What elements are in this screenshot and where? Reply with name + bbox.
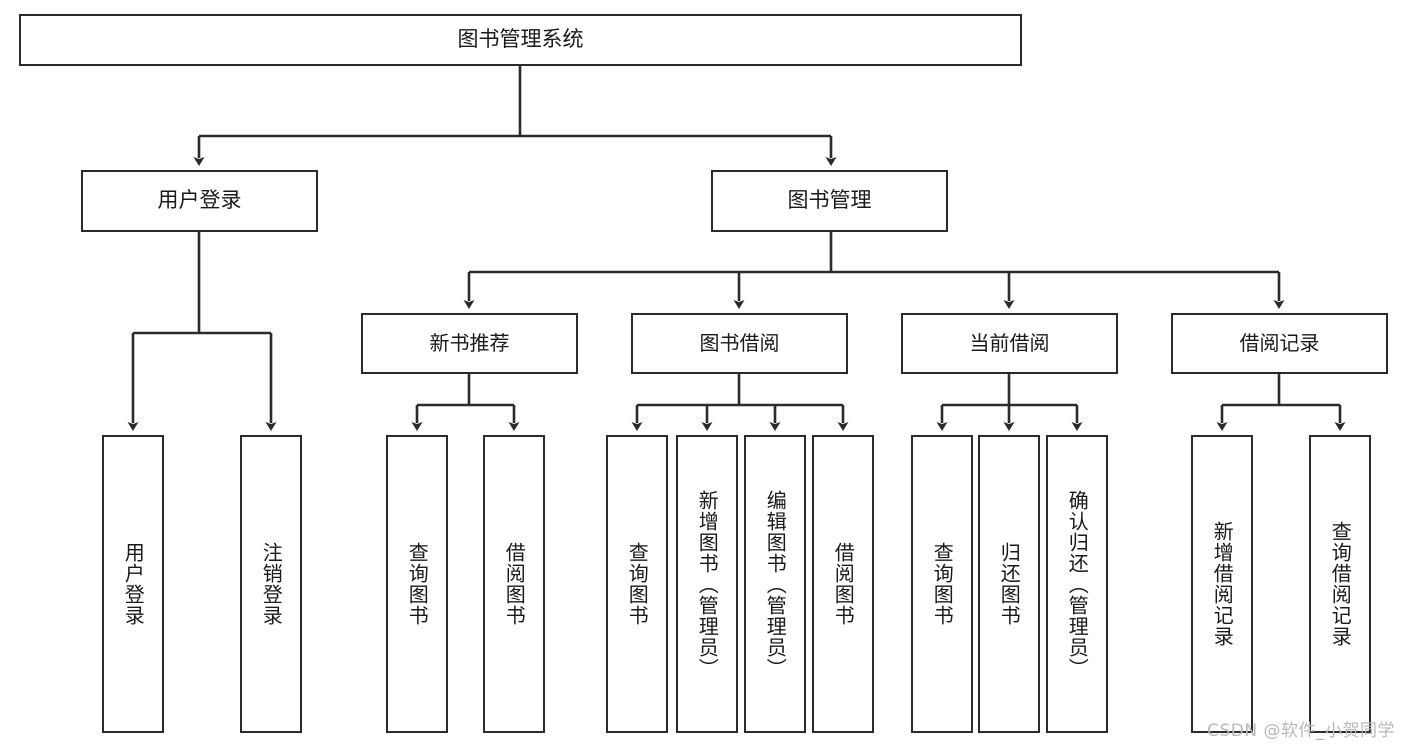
- node-label: 用户登录: [121, 542, 146, 626]
- node-user-login[interactable]: 用户登录: [81, 170, 318, 232]
- node-root-system[interactable]: 图书管理系统: [19, 14, 1022, 66]
- leaf-query-book-recommend[interactable]: 查询图书: [386, 435, 448, 733]
- node-label: 借阅图书: [831, 542, 856, 626]
- node-label: 图书借阅: [699, 331, 780, 356]
- node-label: 新书推荐: [429, 331, 510, 356]
- leaf-query-borrow-record[interactable]: 查询借阅记录: [1309, 435, 1371, 733]
- node-label: 查询图书: [405, 542, 430, 626]
- node-book-borrow[interactable]: 图书借阅: [631, 313, 848, 374]
- leaf-user-login[interactable]: 用户登录: [102, 435, 164, 733]
- node-label: 注销登录: [259, 542, 284, 626]
- leaf-edit-book[interactable]: 编辑图书（管理员）: [744, 435, 806, 733]
- node-label: 查询图书: [625, 542, 650, 626]
- node-label: 新增图书（管理员）: [695, 489, 720, 679]
- node-label: 查询借阅记录: [1328, 521, 1353, 647]
- node-current-borrow[interactable]: 当前借阅: [901, 313, 1118, 374]
- leaf-borrow-book[interactable]: 借阅图书: [812, 435, 874, 733]
- node-label: 图书管理: [787, 188, 872, 213]
- leaf-return-book[interactable]: 归还图书: [978, 435, 1040, 733]
- node-new-book-recommend[interactable]: 新书推荐: [361, 313, 578, 374]
- node-book-manage[interactable]: 图书管理: [711, 170, 948, 232]
- leaf-borrow-book-recommend[interactable]: 借阅图书: [483, 435, 545, 733]
- node-label: 确认归还（管理员）: [1065, 489, 1090, 679]
- node-label: 归还图书: [997, 542, 1022, 626]
- leaf-add-borrow-record[interactable]: 新增借阅记录: [1191, 435, 1253, 733]
- leaf-confirm-return[interactable]: 确认归还（管理员）: [1046, 435, 1108, 733]
- node-borrow-record[interactable]: 借阅记录: [1171, 313, 1388, 374]
- node-label: 当前借阅: [969, 331, 1050, 356]
- leaf-user-logout[interactable]: 注销登录: [240, 435, 302, 733]
- node-label: 用户登录: [157, 188, 242, 213]
- leaf-query-book-current[interactable]: 查询图书: [911, 435, 973, 733]
- node-label: 图书管理系统: [457, 27, 584, 52]
- leaf-query-book-borrow[interactable]: 查询图书: [606, 435, 668, 733]
- leaf-add-book[interactable]: 新增图书（管理员）: [676, 435, 738, 733]
- node-label: 借阅图书: [502, 542, 527, 626]
- node-label: 查询图书: [930, 542, 955, 626]
- node-label: 借阅记录: [1239, 331, 1320, 356]
- node-label: 新增借阅记录: [1210, 521, 1235, 647]
- node-label: 编辑图书（管理员）: [763, 489, 788, 679]
- csdn-watermark: CSDN @软件_小贺同学: [1207, 721, 1395, 741]
